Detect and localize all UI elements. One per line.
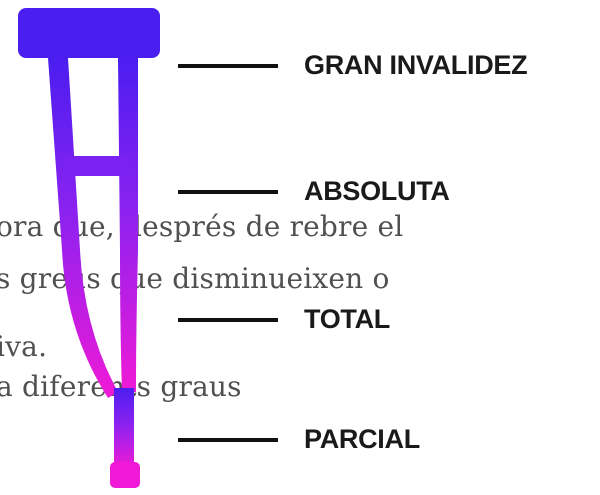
level-divider-line xyxy=(178,317,278,322)
crutch-tip xyxy=(110,462,140,488)
level-parcial: PARCIAL xyxy=(178,424,420,455)
level-label: TOTAL xyxy=(304,304,390,334)
crutch-right-rail xyxy=(118,58,138,392)
level-divider-line xyxy=(178,437,278,442)
level-total: TOTAL xyxy=(178,304,390,335)
crutch-left-rail xyxy=(48,58,118,398)
crutch-pad xyxy=(18,8,160,58)
background-text-line-3: iva. xyxy=(0,330,48,363)
level-label: PARCIAL xyxy=(304,424,420,454)
level-gran-invalidez: GRAN INVALIDEZ xyxy=(178,50,528,81)
crutch-lower-shaft xyxy=(114,388,134,468)
crutch-handgrip xyxy=(64,156,130,176)
level-divider-line xyxy=(178,63,278,68)
level-absoluta: ABSOLUTA xyxy=(178,176,450,207)
level-label: ABSOLUTA xyxy=(304,176,450,206)
level-label: GRAN INVALIDEZ xyxy=(304,50,528,80)
level-divider-line xyxy=(178,189,278,194)
